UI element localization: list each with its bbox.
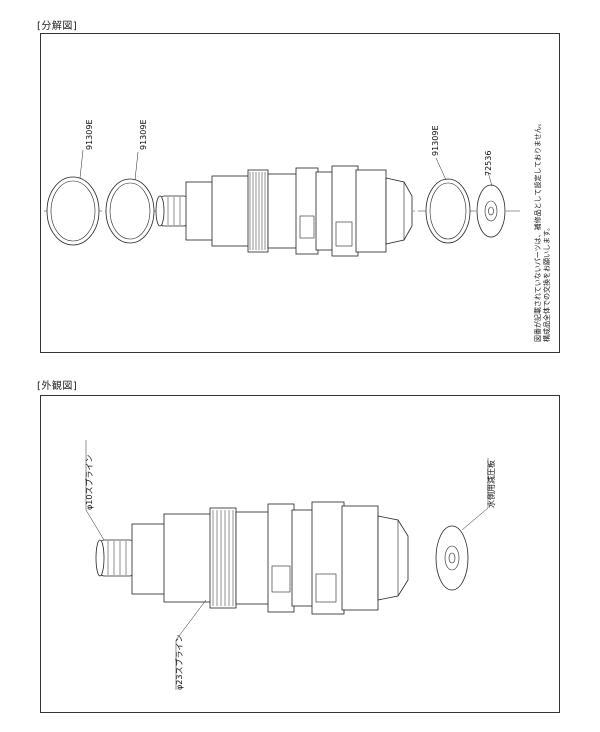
exploded-view-title: [分解図] [37,21,78,32]
note-line-1: 図番が記載されていないパーツは、補修品として設定しておりません。 [533,119,542,342]
note-line-2: 構成品全体での交換をお願いします。 [542,224,551,342]
external-view-title: [外観図] [37,381,78,392]
plate-72536 [476,171,506,238]
oring-1 [46,149,100,246]
label-oring-2: 91309E [139,119,148,150]
oring-3 [425,157,471,244]
label-spline-10: φ10スプライン [85,455,94,510]
external-diagram: φ10スプライン φ23スプライン 水側用減圧板 [85,440,496,690]
oring-2 [105,151,155,244]
label-oring-3: 91309E [431,125,440,156]
cartridge-body-exploded [155,165,413,257]
exploded-diagram: 91309E 91309E 91309E 72536 図番が記載されていないパー… [44,119,551,342]
leader-spline-23 [175,599,207,641]
label-pressure-plate: 水側用減圧板 [486,460,496,508]
label-oring-1: 91309E [85,119,94,150]
pressure-reducing-plate [435,458,489,591]
cartridge-body-external [95,501,409,615]
leader-spline-10 [85,509,105,541]
label-plate: 72536 [484,151,493,176]
label-spline-23: φ23スプライン [175,635,184,690]
